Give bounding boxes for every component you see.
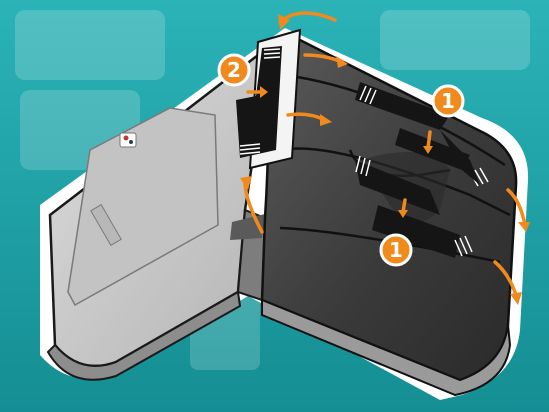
step-badge-bottom: 1 <box>381 235 411 265</box>
svg-text:1: 1 <box>441 89 455 113</box>
step-badge-top: 1 <box>433 86 463 116</box>
svg-text:2: 2 <box>227 58 241 82</box>
step-badge-two: 2 <box>219 55 249 85</box>
tag-icon <box>120 133 136 147</box>
svg-text:1: 1 <box>389 238 403 262</box>
